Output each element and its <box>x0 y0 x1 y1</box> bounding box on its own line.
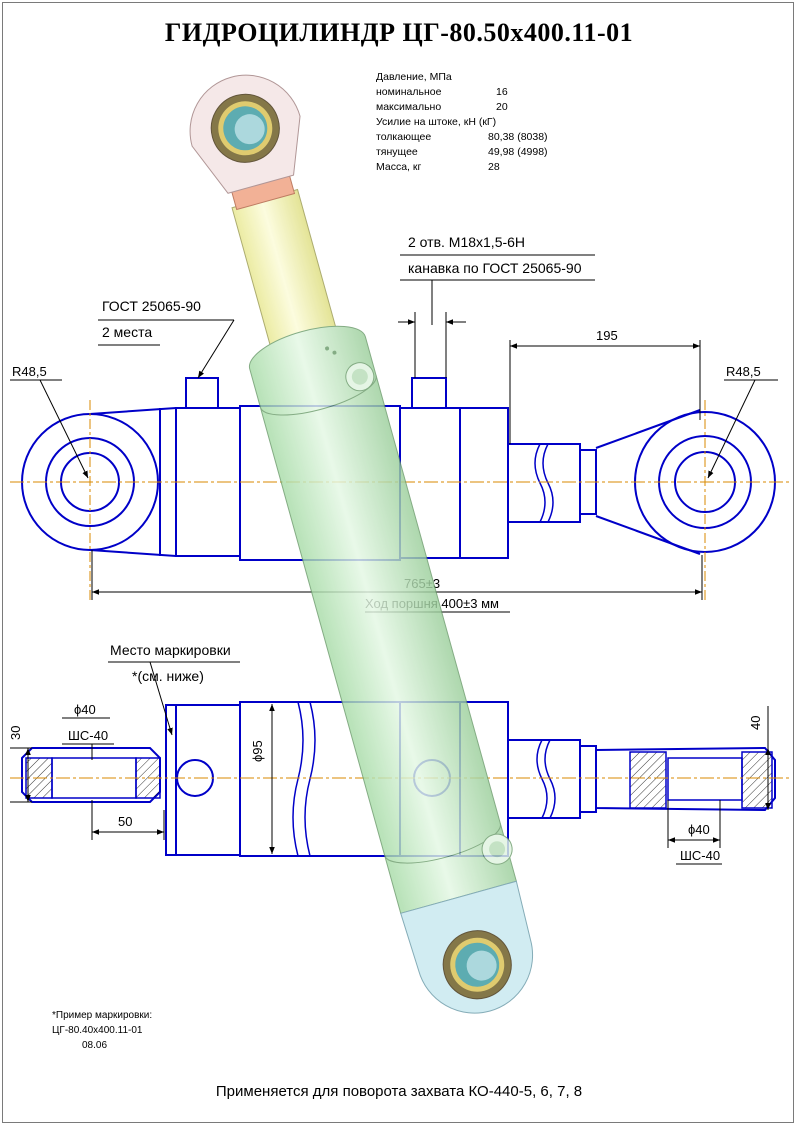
gost-callout: ГОСТ 25065-90 <box>102 298 201 314</box>
port-thread-callout: 2 отв. M18x1,5-6H <box>408 234 526 250</box>
marking-example-note: *Пример маркировки: ЦГ-80.40х400.11-01 0… <box>52 1008 152 1053</box>
spec-mass-label: Масса, кг <box>376 161 422 173</box>
spec-pull-value: 49,98 (4998) <box>488 146 548 158</box>
spec-pressure-header: Давление, МПа <box>376 71 452 83</box>
two-places-callout: 2 места <box>102 324 153 340</box>
note-line-3: 08.06 <box>82 1040 108 1051</box>
dim-d95: ϕ95 <box>250 740 265 762</box>
note-line-2: ЦГ-80.40х400.11-01 <box>52 1025 143 1036</box>
dim-radius-right: R48,5 <box>726 364 761 379</box>
dim-sh40-right: ШС-40 <box>680 848 720 863</box>
footer-application-note: Применяется для поворота захвата КО-440-… <box>215 1083 583 1100</box>
see-below-callout: *(см. ниже) <box>132 668 204 684</box>
dim-d40-right: ϕ40 <box>688 822 710 837</box>
dim-50: 50 <box>118 814 132 829</box>
dim-sh40-left: ШС-40 <box>68 728 108 743</box>
spec-pull-label: тянущее <box>376 146 418 158</box>
marking-place-callout: Место маркировки <box>110 642 231 658</box>
groove-callout: канавка по ГОСТ 25065-90 <box>408 260 582 276</box>
dim-195: 195 <box>596 328 618 343</box>
spec-mass-value: 28 <box>488 161 500 173</box>
spec-push-label: толкающее <box>376 131 432 143</box>
spec-nominal-value: 16 <box>496 86 508 98</box>
spec-force-header: Усилие на штоке, кН (кГ) <box>376 116 497 128</box>
dim-radius-left: R48,5 <box>12 364 47 379</box>
spec-nominal-label: номинальное <box>376 86 442 98</box>
hydraulic-cylinder-3d-view <box>189 74 533 1014</box>
drawing-title: ГИДРОЦИЛИНДР ЦГ-80.50х400.11-01 <box>164 18 634 47</box>
note-line-1: *Пример маркировки: <box>52 1010 153 1021</box>
dim-d40-left: ϕ40 <box>74 702 96 717</box>
dim-30: 30 <box>8 726 23 740</box>
spec-max-label: максимально <box>376 101 442 113</box>
spec-max-value: 20 <box>496 101 508 113</box>
spec-push-value: 80,38 (8038) <box>488 131 548 143</box>
dim-40-right: 40 <box>748 716 763 730</box>
side-view-dimensions <box>10 254 778 613</box>
top-view-dimensions <box>10 661 771 865</box>
